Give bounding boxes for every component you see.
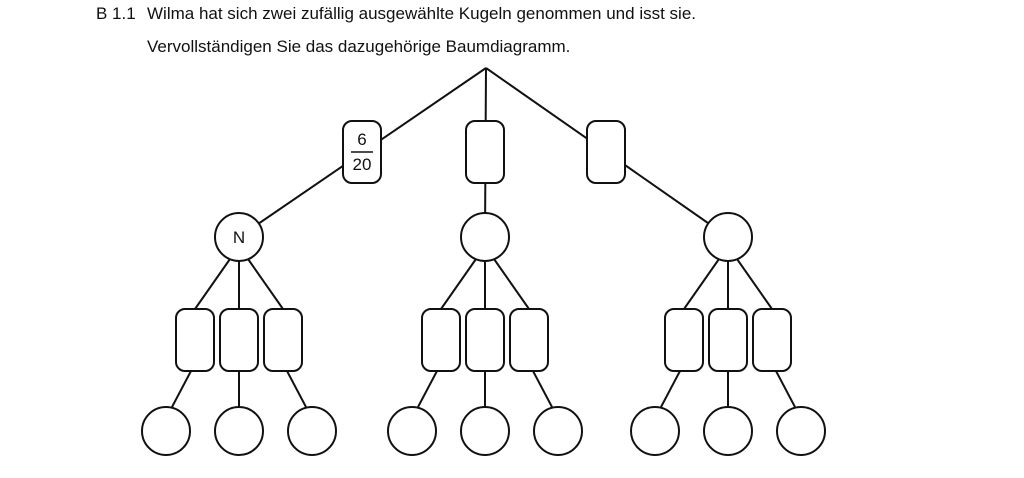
probability-numerator: 6: [357, 130, 366, 149]
probability-box-level2-2-1[interactable]: [421, 308, 461, 372]
branch-line-leaf-2-1: [417, 370, 438, 408]
probability-box-level2-1-1[interactable]: [175, 308, 215, 372]
branch-line-leaf-3-1: [660, 370, 681, 408]
branch-line-level2-2-1: [440, 258, 477, 310]
probability-box-level2-2-2[interactable]: [465, 308, 505, 372]
probability-box-level2-1-3[interactable]: [263, 308, 303, 372]
branch-line-level2-3-3: [736, 258, 773, 310]
outcome-node-level2-3-1[interactable]: [630, 406, 680, 456]
task-text-line-1: Wilma hat sich zwei zufällig ausgewählte…: [147, 4, 696, 23]
probability-box-level1-3[interactable]: [586, 120, 626, 184]
branch-line-level2-2-3: [493, 258, 530, 310]
outcome-node-level2-3-2[interactable]: [703, 406, 753, 456]
branch-line-leaf-1-3: [286, 370, 307, 408]
outcome-node-level2-1-3[interactable]: [287, 406, 337, 456]
outcome-node-level2-2-3[interactable]: [533, 406, 583, 456]
outcome-node-level2-2-2[interactable]: [460, 406, 510, 456]
probability-box-level2-3-1[interactable]: [664, 308, 704, 372]
outcome-label: N: [233, 228, 245, 247]
outcome-node-level1-2[interactable]: [460, 212, 510, 262]
outcome-node-level1-3[interactable]: [703, 212, 753, 262]
probability-box-level2-3-2[interactable]: [708, 308, 748, 372]
branch-line-leaf-3-3: [775, 370, 796, 408]
probability-box-level2-1-2[interactable]: [219, 308, 259, 372]
outcome-node-level2-3-3[interactable]: [776, 406, 826, 456]
task-text-line-2: Vervollständigen Sie das dazugehörige Ba…: [147, 37, 571, 56]
outcome-node-level1-1[interactable]: [214, 212, 264, 262]
branch-line-level2-1-1: [194, 258, 231, 310]
probability-box-level1-2[interactable]: [465, 120, 505, 184]
branch-line-leaf-1-1: [171, 370, 192, 408]
probability-denominator: 20: [353, 155, 372, 174]
outcome-node-level2-2-1[interactable]: [387, 406, 437, 456]
task-number: B 1.1: [96, 4, 136, 23]
branch-line-level2-1-3: [247, 258, 284, 310]
branch-line-level2-3-1: [683, 258, 720, 310]
outcome-node-level2-1-2[interactable]: [214, 406, 264, 456]
branch-line-leaf-2-3: [532, 370, 553, 408]
probability-box-level2-2-3[interactable]: [509, 308, 549, 372]
outcome-node-level2-1-1[interactable]: [141, 406, 191, 456]
probability-box-level2-3-3[interactable]: [752, 308, 792, 372]
